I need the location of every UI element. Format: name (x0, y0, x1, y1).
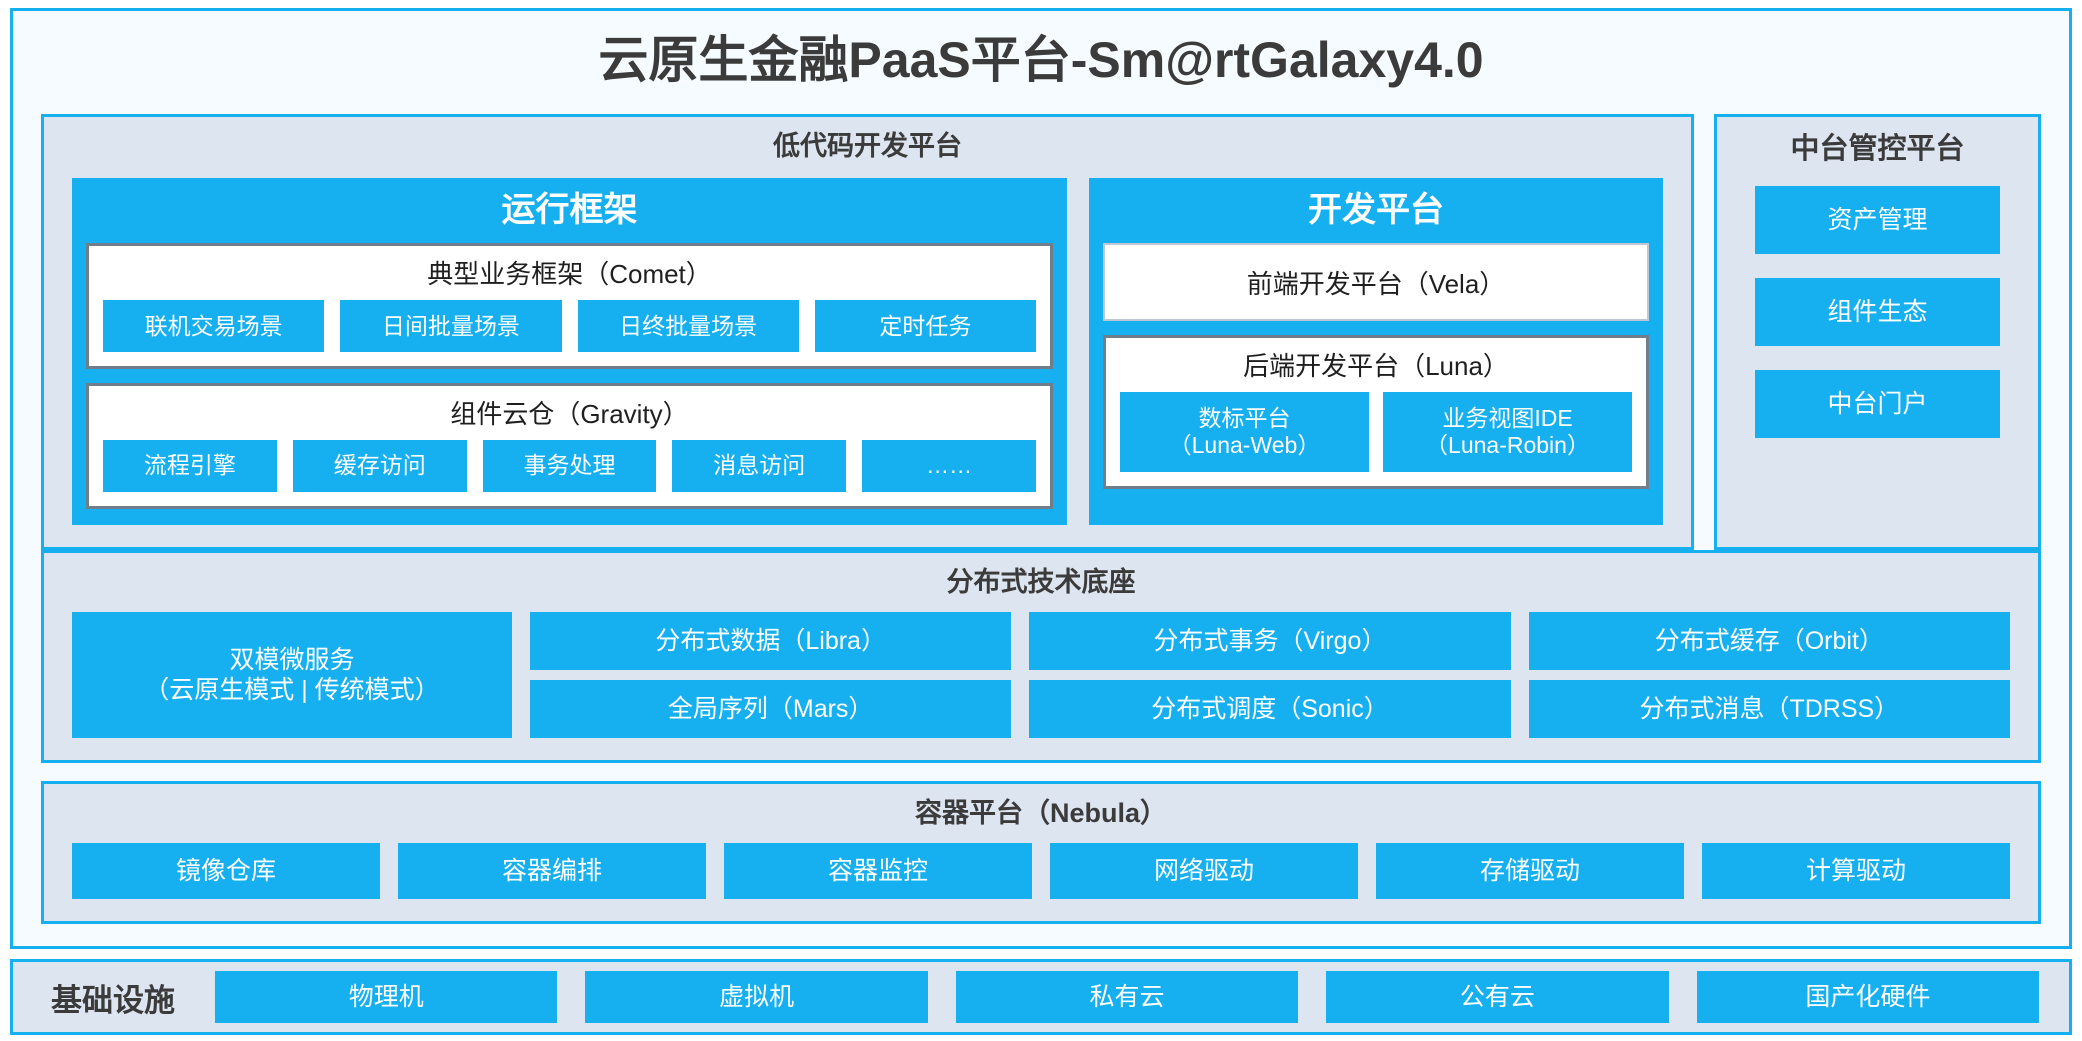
lowcode-platform-title: 低代码开发平台 (773, 131, 962, 161)
tech-base-panel: 分布式技术底座 双模微服务 （云原生模式 | 传统模式） 分布式数据（Libra… (41, 550, 2041, 764)
gravity-item[interactable]: 消息访问 (672, 440, 847, 493)
tech-base-column: 分布式数据（Libra） 全局序列（Mars） (530, 612, 1012, 739)
control-item-component-ecosystem[interactable]: 组件生态 (1755, 278, 2000, 347)
comet-item[interactable]: 联机交易场景 (103, 300, 325, 353)
container-item-compute-driver[interactable]: 计算驱动 (1702, 843, 2010, 900)
tech-base-item-sonic[interactable]: 分布式调度（Sonic） (1029, 680, 1511, 739)
luna-title: 后端开发平台（Luna） (1243, 351, 1509, 382)
gravity-items: 流程引擎 缓存访问 事务处理 消息访问 …… (103, 440, 1036, 493)
gravity-item[interactable]: 缓存访问 (292, 440, 467, 493)
container-item-orchestration[interactable]: 容器编排 (398, 843, 706, 900)
comet-item[interactable]: 日间批量场景 (340, 300, 562, 353)
development-platform-cards: 前端开发平台（Vela） 后端开发平台（Luna） 数标平台 （Luna-Web… (1103, 243, 1649, 509)
page-title: 云原生金融PaaS平台-Sm@rtGalaxy4.0 (598, 32, 1484, 88)
container-platform-title: 容器平台（Nebula） (914, 798, 1168, 829)
container-item-network-driver[interactable]: 网络驱动 (1050, 843, 1358, 900)
container-item-image-registry[interactable]: 镜像仓库 (72, 843, 380, 900)
comet-item[interactable]: 定时任务 (814, 300, 1036, 353)
control-item-portal[interactable]: 中台门户 (1755, 370, 2000, 439)
luna-card: 后端开发平台（Luna） 数标平台 （Luna-Web） 业务视图IDE （Lu… (1103, 335, 1649, 490)
infrastructure-item-private-cloud[interactable]: 私有云 (955, 971, 1299, 1024)
top-row: 低代码开发平台 运行框架 典型业务框架（Comet） 联机交易场景 日间批量场景 (41, 114, 2041, 551)
container-item-storage-driver[interactable]: 存储驱动 (1376, 843, 1684, 900)
vela-card[interactable]: 前端开发平台（Vela） (1103, 243, 1649, 322)
development-platform-block: 开发平台 前端开发平台（Vela） 后端开发平台（Luna） 数标平台 （Lun… (1089, 178, 1663, 526)
container-platform-panel: 容器平台（Nebula） 镜像仓库 容器编排 容器监控 网络驱动 存储驱动 计算… (41, 781, 2041, 925)
lowcode-platform-panel: 低代码开发平台 运行框架 典型业务框架（Comet） 联机交易场景 日间批量场景 (41, 114, 1694, 551)
tech-base-item-orbit[interactable]: 分布式缓存（Orbit） (1528, 612, 2010, 671)
gravity-card: 组件云仓（Gravity） 流程引擎 缓存访问 事务处理 消息访问 …… (86, 383, 1053, 510)
luna-item-robin[interactable]: 业务视图IDE （Luna-Robin） (1383, 392, 1632, 473)
comet-items: 联机交易场景 日间批量场景 日终批量场景 定时任务 (103, 300, 1036, 353)
container-platform-items: 镜像仓库 容器编排 容器监控 网络驱动 存储驱动 计算驱动 (44, 837, 2038, 900)
luna-items: 数标平台 （Luna-Web） 业务视图IDE （Luna-Robin） (1120, 392, 1632, 473)
tech-base-item-libra[interactable]: 分布式数据（Libra） (530, 612, 1012, 671)
tech-base-item-mars[interactable]: 全局序列（Mars） (530, 680, 1012, 739)
tech-base-title: 分布式技术底座 (946, 567, 1136, 598)
gravity-item[interactable]: 事务处理 (482, 440, 657, 493)
runtime-framework-cards: 典型业务框架（Comet） 联机交易场景 日间批量场景 日终批量场景 定时任务 … (86, 243, 1053, 510)
comet-card: 典型业务框架（Comet） 联机交易场景 日间批量场景 日终批量场景 定时任务 (86, 243, 1053, 370)
main-frame: 云原生金融PaaS平台-Sm@rtGalaxy4.0 低代码开发平台 运行框架 … (10, 8, 2072, 950)
container-item-monitoring[interactable]: 容器监控 (724, 843, 1032, 900)
infrastructure-item-physical-machine[interactable]: 物理机 (215, 971, 558, 1024)
comet-item[interactable]: 日终批量场景 (577, 300, 799, 353)
control-platform-items: 资产管理 组件生态 中台门户 (1755, 186, 2000, 521)
infrastructure-item-public-cloud[interactable]: 公有云 (1326, 971, 1669, 1024)
control-platform-title: 中台管控平台 (1790, 133, 1965, 165)
infrastructure-label: 基础设施 (51, 982, 175, 1018)
infrastructure-bar: 基础设施 物理机 虚拟机 私有云 公有云 国产化硬件 (10, 959, 2072, 1035)
runtime-framework-title: 运行框架 (501, 191, 638, 230)
gravity-item[interactable]: 流程引擎 (103, 440, 277, 493)
control-platform-panel: 中台管控平台 资产管理 组件生态 中台门户 (1714, 114, 2041, 551)
runtime-framework-block: 运行框架 典型业务框架（Comet） 联机交易场景 日间批量场景 日终批量场景 … (72, 178, 1067, 526)
lower-stack: 分布式技术底座 双模微服务 （云原生模式 | 传统模式） 分布式数据（Libra… (41, 550, 2041, 925)
tech-base-dual-mode-microservice[interactable]: 双模微服务 （云原生模式 | 传统模式） (72, 612, 512, 739)
gravity-title: 组件云仓（Gravity） (450, 399, 689, 430)
tech-base-item-tdrss[interactable]: 分布式消息（TDRSS） (1528, 680, 2010, 739)
infrastructure-items: 物理机 虚拟机 私有云 公有云 国产化硬件 (215, 971, 2040, 1024)
tech-base-column: 分布式缓存（Orbit） 分布式消息（TDRSS） (1528, 612, 2010, 739)
gravity-item-ellipsis[interactable]: …… (862, 440, 1036, 493)
tech-base-column: 分布式事务（Virgo） 分布式调度（Sonic） (1029, 612, 1511, 739)
infrastructure-item-domestic-hardware[interactable]: 国产化硬件 (1696, 971, 2040, 1024)
control-item-asset-management[interactable]: 资产管理 (1755, 186, 2000, 255)
luna-item-web[interactable]: 数标平台 （Luna-Web） (1120, 392, 1369, 473)
infrastructure-item-virtual-machine[interactable]: 虚拟机 (585, 971, 928, 1024)
lowcode-platform-body: 运行框架 典型业务框架（Comet） 联机交易场景 日间批量场景 日终批量场景 … (44, 170, 1691, 526)
tech-base-body: 双模微服务 （云原生模式 | 传统模式） 分布式数据（Libra） 全局序列（M… (44, 606, 2038, 739)
comet-title: 典型业务框架（Comet） (427, 259, 712, 290)
development-platform-title: 开发平台 (1308, 191, 1444, 230)
tech-base-item-virgo[interactable]: 分布式事务（Virgo） (1029, 612, 1511, 671)
